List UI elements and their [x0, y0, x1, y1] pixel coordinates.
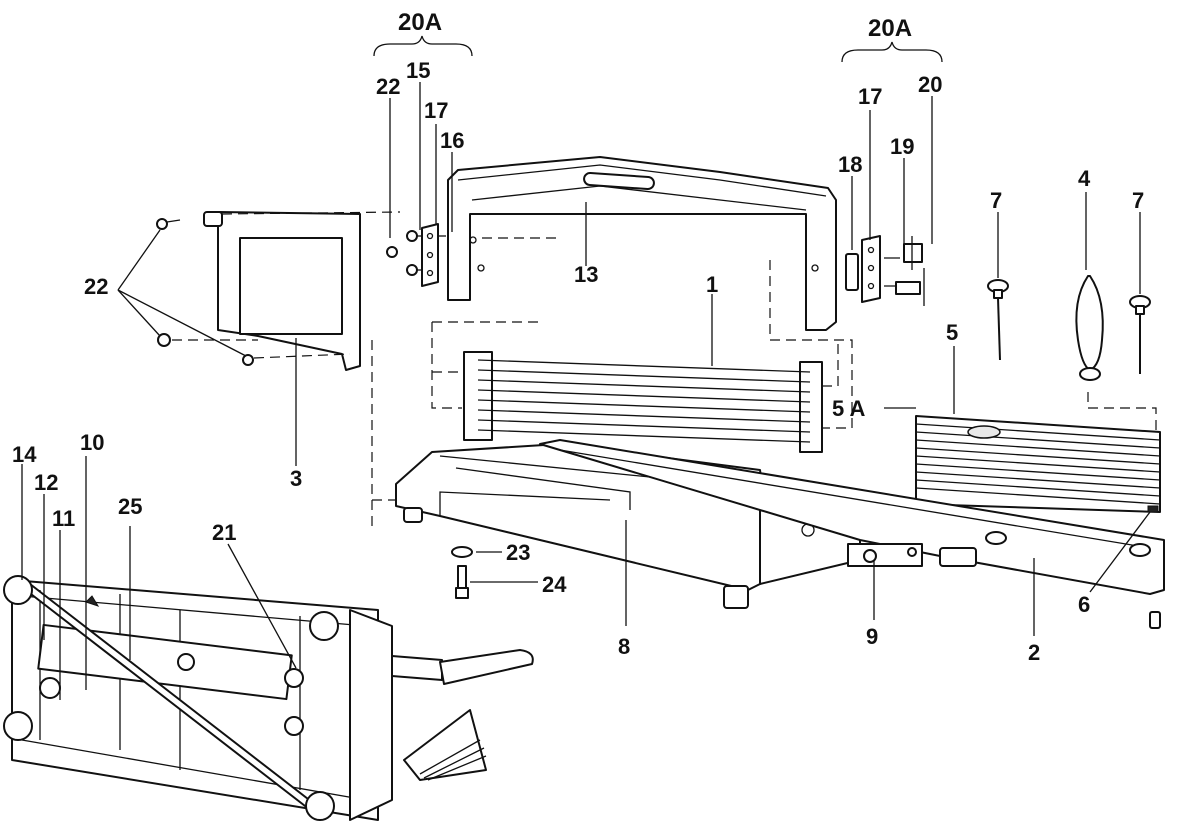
- screw-22-top: [156, 218, 181, 230]
- callout-20a-right: 20A: [868, 15, 912, 42]
- slider-block: [847, 543, 923, 567]
- callout-15: 15: [406, 58, 430, 83]
- hardware-20a-left: [386, 223, 446, 287]
- callout-11: 11: [52, 506, 75, 531]
- bracket-20a-right: [841, 41, 943, 63]
- callout-17-right: 17: [858, 84, 882, 109]
- rail: [539, 439, 1165, 629]
- callout-22-top: 22: [376, 74, 400, 99]
- callout-20: 20: [918, 72, 942, 97]
- callout-13: 13: [574, 262, 598, 287]
- screw-22-mid: [157, 333, 258, 347]
- leader-lines: [21, 82, 1151, 700]
- grip-4: [1075, 275, 1104, 381]
- callout-5: 5: [946, 320, 958, 345]
- callout-25: 25: [118, 494, 142, 519]
- callout-10: 10: [80, 430, 104, 455]
- callout-7-right: 7: [1132, 188, 1144, 213]
- callout-17-left: 17: [424, 98, 448, 123]
- callout-23: 23: [506, 540, 530, 565]
- pusher-rod-7-right: [1129, 295, 1151, 374]
- bolt-23-24: [451, 546, 473, 599]
- callout-3: 3: [290, 466, 302, 491]
- callout-21: 21: [212, 520, 236, 545]
- callout-20a-left: 20A: [398, 9, 442, 36]
- callout-12: 12: [34, 470, 58, 495]
- callout-4: 4: [1078, 166, 1091, 191]
- callout-9: 9: [866, 624, 878, 649]
- callout-6: 6: [1078, 592, 1090, 617]
- assembled-slicer: [3, 575, 534, 821]
- callout-18: 18: [838, 152, 862, 177]
- callout-19: 19: [890, 134, 914, 159]
- callout-5a: 5 A: [832, 396, 866, 421]
- callout-16: 16: [440, 128, 464, 153]
- screw-22-low: [242, 353, 351, 366]
- callout-24: 24: [542, 572, 567, 597]
- side-plate: [203, 211, 401, 371]
- bracket-20a-left: [373, 35, 473, 57]
- callout-2: 2: [1028, 640, 1040, 665]
- callout-22-left: 22: [84, 274, 108, 299]
- callout-7-left: 7: [990, 188, 1002, 213]
- pusher-plate-stack: [915, 415, 1161, 513]
- pusher-rod-7-left: [987, 279, 1009, 361]
- callout-1: 1: [706, 272, 718, 297]
- hardware-20a-right: [845, 235, 925, 306]
- handle-frame: [447, 156, 837, 331]
- blade-cartridge: [463, 351, 823, 453]
- pusher-guide-dashes: [1087, 392, 1157, 440]
- callout-14: 14: [12, 442, 37, 467]
- callout-8: 8: [618, 634, 630, 659]
